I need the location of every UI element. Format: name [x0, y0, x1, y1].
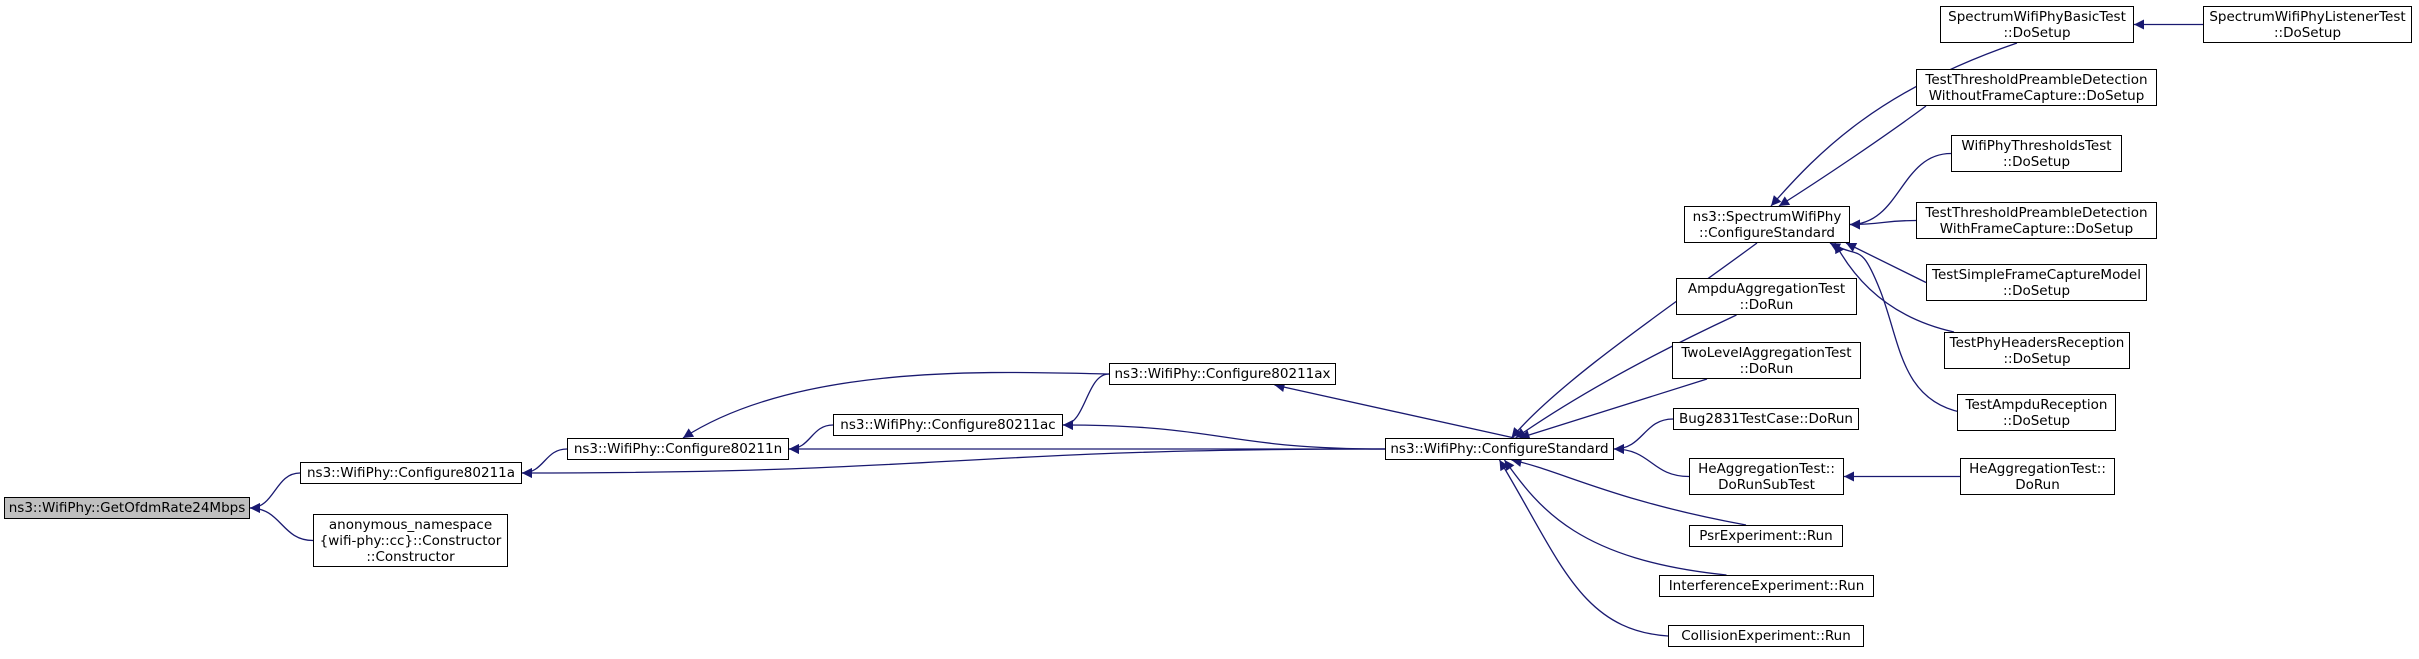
- node-label-line: ns3::WifiPhy::ConfigureStandard: [1390, 441, 1609, 457]
- node-label-line: ::ConfigureStandard: [1699, 224, 1835, 241]
- function-node-psr[interactable]: PsrExperiment::Run: [1689, 525, 1843, 547]
- function-node-scstd[interactable]: ns3::SpectrumWifiPhy::ConfigureStandard: [1684, 206, 1850, 243]
- edge-interf-to-cstd: [1503, 459, 1727, 576]
- edge-c11ax-to-c11n: [682, 371, 1110, 439]
- function-node-c11a[interactable]: ns3::WifiPhy::Configure80211a: [300, 462, 522, 484]
- node-label-line: ::DoSetup: [2002, 153, 2071, 170]
- edge-c11a-to-get24: [249, 472, 301, 513]
- function-node-tampdu[interactable]: TestAmpduReception::DoSetup: [1957, 394, 2116, 431]
- node-label-line: DoRun: [2015, 476, 2060, 493]
- function-node-c11n[interactable]: ns3::WifiPhy::Configure80211n: [567, 438, 789, 460]
- function-node-swlistener[interactable]: SpectrumWifiPhyListenerTest::DoSetup: [2203, 6, 2412, 43]
- edge-cstd-to-c11ax: [1274, 382, 1515, 439]
- node-label-line: ::Constructor: [366, 548, 455, 565]
- node-label-line: ns3::WifiPhy::Configure80211n: [573, 441, 783, 457]
- node-label-line: TestPhyHeadersReception: [1949, 334, 2125, 351]
- node-label-line: HeAggregationTest::: [1698, 460, 1835, 477]
- function-node-tsfc[interactable]: TestSimpleFrameCaptureModel::DoSetup: [1926, 264, 2147, 301]
- function-node-anon[interactable]: anonymous_namespace{wifi-phy::cc}::Const…: [313, 514, 508, 567]
- edge-c11ac-to-c11n: [788, 424, 834, 454]
- node-label-line: TestAmpduReception: [1965, 396, 2108, 413]
- edge-wpthr-to-scstd: [1849, 152, 1952, 230]
- node-label-line: WithoutFrameCapture::DoSetup: [1928, 87, 2145, 104]
- edge-collision-to-cstd: [1498, 459, 1669, 637]
- node-label-line: TwoLevelAggregationTest: [1681, 344, 1852, 361]
- node-label-line: TestSimpleFrameCaptureModel: [1932, 266, 2141, 283]
- edge-psr-to-cstd: [1511, 457, 1747, 526]
- node-label-line: DoRunSubTest: [1718, 476, 1815, 493]
- node-label-line: ns3::SpectrumWifiPhy: [1692, 208, 1842, 225]
- node-label-line: ::DoSetup: [2002, 412, 2071, 429]
- node-label-line: ::DoSetup: [2003, 24, 2071, 41]
- edge-ttpd_wo-to-scstd: [1778, 105, 1927, 207]
- function-node-cstd[interactable]: ns3::WifiPhy::ConfigureStandard: [1385, 438, 1614, 460]
- edge-tsfc-to-scstd: [1845, 242, 1927, 284]
- node-label-line: WifiPhyThresholdsTest: [1961, 137, 2112, 154]
- node-label-line: Bug2831TestCase::DoRun: [1678, 411, 1853, 427]
- node-label-line: InterferenceExperiment::Run: [1668, 578, 1865, 594]
- edge-anon-to-get24: [249, 503, 314, 542]
- node-label-line: ::DoRun: [1739, 360, 1794, 377]
- edge-tampdu-to-scstd: [1829, 242, 1963, 414]
- function-node-wpthr[interactable]: WifiPhyThresholdsTest::DoSetup: [1951, 135, 2122, 172]
- node-label-line: ns3::WifiPhy::Configure80211ac: [840, 417, 1056, 433]
- node-label-line: anonymous_namespace: [328, 516, 493, 533]
- node-label-line: TestThresholdPreambleDetection: [1925, 204, 2148, 221]
- node-label-line: ns3::WifiPhy::GetOfdmRate24Mbps: [8, 500, 246, 516]
- node-label-line: ns3::WifiPhy::Configure80211a: [306, 465, 516, 481]
- function-node-c11ax[interactable]: ns3::WifiPhy::Configure80211ax: [1109, 363, 1336, 385]
- function-node-interf[interactable]: InterferenceExperiment::Run: [1659, 575, 1874, 597]
- node-label-line: SpectrumWifiPhyBasicTest: [1948, 8, 2126, 25]
- function-node-heagg[interactable]: HeAggregationTest::DoRunSubTest: [1689, 458, 1844, 495]
- edge-cstd-to-c11ac: [1062, 420, 1386, 450]
- node-label-line: PsrExperiment::Run: [1699, 528, 1833, 544]
- node-label-line: {wifi-phy::cc}::Constructor: [319, 532, 502, 549]
- function-node-c11ac[interactable]: ns3::WifiPhy::Configure80211ac: [833, 414, 1063, 436]
- edge-ttpd_w-to-scstd: [1849, 219, 1917, 230]
- node-label-line: WithFrameCapture::DoSetup: [1939, 220, 2134, 237]
- node-label-line: ::DoSetup: [2273, 24, 2342, 41]
- function-node-ampdu[interactable]: AmpduAggregationTest::DoRun: [1676, 278, 1857, 315]
- node-label-line: ::DoSetup: [2002, 282, 2071, 299]
- function-node-tphr[interactable]: TestPhyHeadersReception::DoSetup: [1944, 332, 2130, 369]
- root-function-node: ns3::WifiPhy::GetOfdmRate24Mbps: [4, 497, 250, 519]
- edge-scstd-to-cstd: [1511, 242, 1758, 439]
- edge-c11n-to-c11a: [521, 448, 568, 478]
- function-node-collision[interactable]: CollisionExperiment::Run: [1668, 625, 1864, 647]
- function-node-swbasic[interactable]: SpectrumWifiPhyBasicTest::DoSetup: [1940, 6, 2134, 43]
- node-label-line: CollisionExperiment::Run: [1681, 628, 1851, 644]
- function-node-heaggrun[interactable]: HeAggregationTest::DoRun: [1960, 458, 2115, 495]
- edge-cstd-to-c11a: [521, 448, 1386, 478]
- node-label-line: HeAggregationTest::: [1969, 460, 2106, 477]
- node-label-line: ::DoSetup: [2003, 350, 2071, 367]
- edge-heagg-to-cstd: [1613, 444, 1690, 478]
- node-label-line: ns3::WifiPhy::Configure80211ax: [1114, 366, 1331, 382]
- edge-c11ax-to-c11ac: [1062, 373, 1110, 430]
- edge-bug2831-to-cstd: [1613, 418, 1674, 454]
- function-node-bug2831[interactable]: Bug2831TestCase::DoRun: [1673, 408, 1859, 430]
- node-label-line: AmpduAggregationTest: [1687, 280, 1846, 297]
- edge-swbasic-to-scstd: [1770, 42, 2018, 207]
- function-node-twolevel[interactable]: TwoLevelAggregationTest::DoRun: [1672, 342, 1861, 379]
- node-label-line: TestThresholdPreambleDetection: [1925, 71, 2148, 88]
- node-label-line: SpectrumWifiPhyListenerTest: [2209, 8, 2406, 25]
- edge-twolevel-to-cstd: [1519, 378, 1708, 440]
- edge-ampdu-to-cstd: [1515, 314, 1737, 439]
- node-label-line: ::DoRun: [1739, 296, 1794, 313]
